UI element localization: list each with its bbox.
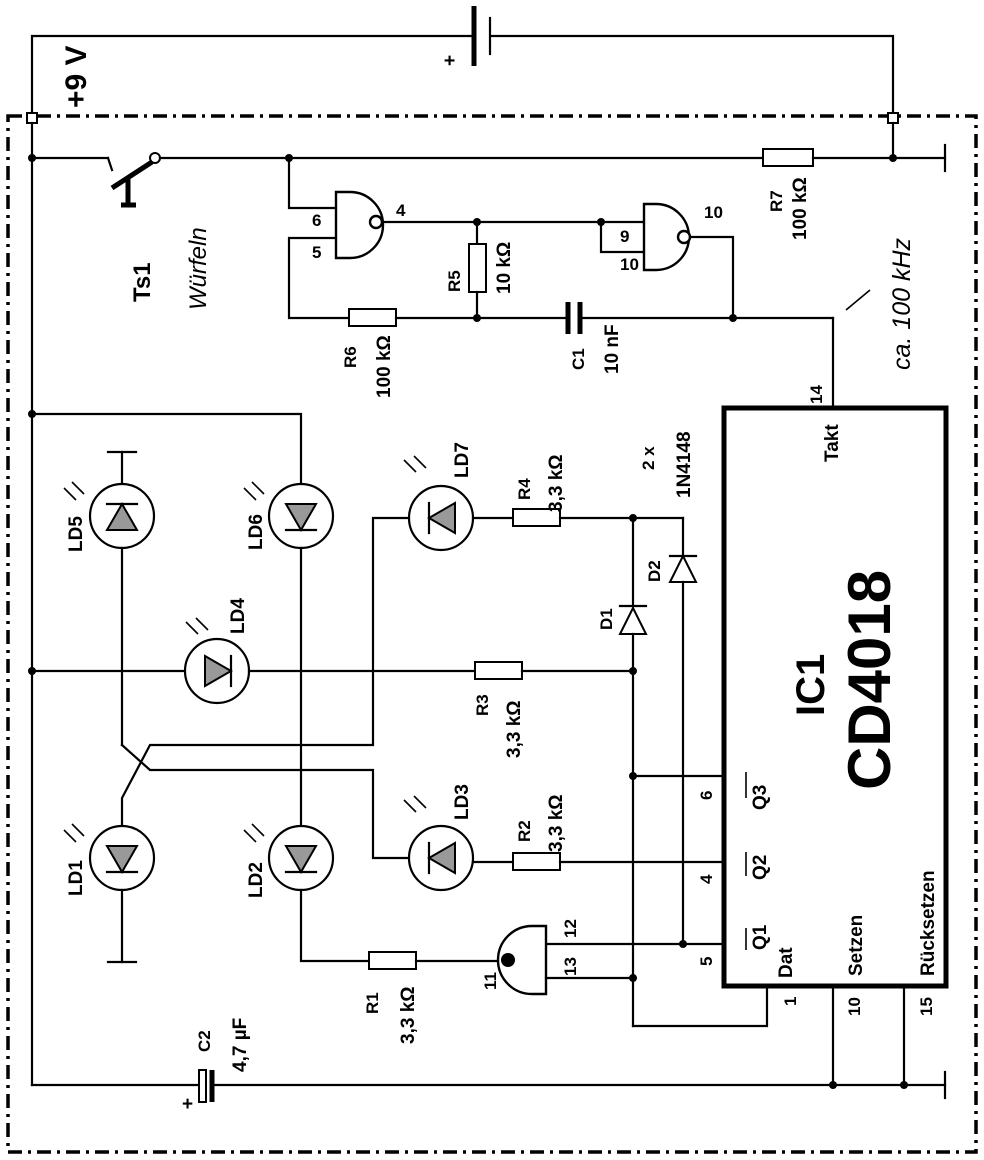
switch-name: Ts1: [129, 262, 156, 302]
ic-pin6: 6: [697, 791, 716, 800]
g1-pin5: 5: [312, 243, 321, 262]
ic-pin14: 14: [807, 385, 826, 404]
ic-q3-label: Q3: [750, 785, 771, 810]
g2-pin8: 10: [620, 255, 639, 274]
r7-name: R7: [767, 190, 786, 212]
r1-value: 3,3 kΩ: [398, 987, 419, 1045]
resistor-r6: [348, 308, 397, 327]
g3-pin12: 12: [561, 919, 580, 938]
c2-plus: +: [182, 1094, 193, 1115]
capacitor-c2: [198, 1069, 215, 1103]
r7-value: 100 kΩ: [790, 177, 811, 240]
battery: [26, 6, 899, 124]
g1-pin4: 4: [396, 201, 406, 220]
ld2-label: LD2: [246, 862, 267, 898]
ic-setzen-label: Setzen: [846, 915, 867, 976]
ic-pin10: 10: [845, 997, 864, 1016]
frequency-note: ca. 100 kHz: [888, 237, 916, 370]
c2-value: 4,7 µF: [230, 1018, 251, 1072]
led-ld4: [183, 617, 251, 705]
ic-q1-label: Q1: [750, 924, 771, 950]
r6-name: R6: [341, 346, 360, 368]
switch-label: Würfeln: [185, 227, 212, 310]
c2-name: C2: [195, 1030, 214, 1052]
ic-takt-label: Takt: [822, 424, 843, 462]
r5-value: 10 kΩ: [494, 242, 515, 294]
c1-name: C1: [569, 348, 588, 370]
ic-ruecksetzen-label: Rücksetzen: [918, 870, 939, 976]
ld3-label: LD3: [452, 784, 473, 820]
r4-name: R4: [515, 478, 534, 500]
r2-value: 3,3 kΩ: [546, 795, 567, 853]
ld1-label: LD1: [66, 860, 87, 896]
ld6-label: LD6: [246, 514, 267, 550]
board-outline: [6, 114, 978, 1154]
g1-pin6: 6: [312, 211, 321, 230]
diode-d2: [668, 553, 698, 583]
r3-value: 3,3 kΩ: [504, 701, 525, 759]
ld4-label: LD4: [228, 598, 249, 634]
c1-value: 10 nF: [602, 324, 623, 374]
supply-label: +9 V: [60, 45, 93, 108]
battery-plus-sign: +: [440, 55, 461, 66]
d1-label: D1: [597, 608, 616, 630]
led-ld5: [63, 481, 156, 550]
led-ld7: [403, 455, 475, 552]
r1-name: R1: [363, 992, 382, 1014]
ic-pin4: 4: [697, 874, 716, 884]
ic1-cd4018: [721, 405, 949, 989]
resistor-r7: [762, 148, 814, 167]
g3-pin11: 11: [481, 972, 500, 990]
capacitor-c1: [565, 302, 835, 334]
g2-pin9: 9: [620, 227, 629, 246]
g2-pin10: 10: [704, 203, 723, 222]
ic-pin5: 5: [697, 957, 716, 966]
diode-count: 2 x: [639, 446, 658, 470]
r3-name: R3: [473, 694, 492, 716]
ic-dat-label: Dat: [776, 947, 797, 978]
diode-type: 1N4148: [674, 431, 695, 498]
ic-q2-label: Q2: [750, 855, 771, 880]
ld7-label: LD7: [452, 442, 473, 478]
resistor-r3: [474, 661, 523, 680]
ld5-label: LD5: [66, 516, 87, 552]
ic-pin15: 15: [917, 997, 936, 1016]
r4-value: 3,3 kΩ: [546, 455, 567, 513]
diode-d1: [618, 605, 648, 635]
d2-label: D2: [645, 560, 664, 582]
r5-name: R5: [445, 270, 464, 292]
g3-pin13: 13: [561, 957, 580, 976]
r6-value: 100 kΩ: [374, 335, 395, 398]
resistor-r5: [468, 243, 487, 293]
led-ld6: [243, 481, 335, 550]
nand-gate-1: [334, 190, 385, 260]
switch-ts1[interactable]: [30, 152, 765, 208]
resistor-r1: [368, 951, 417, 970]
ic-part: CD4018: [836, 570, 903, 790]
ic-pin1: 1: [781, 997, 800, 1006]
nand-gate-3: [496, 924, 548, 996]
ic-name: IC1: [789, 654, 833, 716]
led-ld3: [403, 795, 475, 892]
r2-name: R2: [515, 820, 534, 842]
resistor-r2: [512, 852, 561, 871]
